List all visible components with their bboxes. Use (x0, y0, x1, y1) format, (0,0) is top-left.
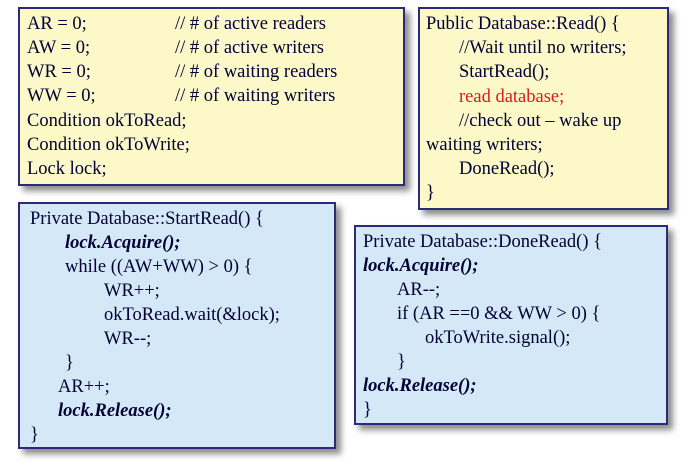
code-line: StartRead(); (459, 62, 550, 82)
code-line: WR = 0; (27, 62, 91, 82)
code-line: AW = 0; (27, 38, 91, 58)
code-line: WR--; (104, 329, 152, 349)
code-line: Public Database::Read() { (426, 14, 620, 34)
code-line: Condition okToWrite; (27, 135, 190, 155)
code-line: Private Database::DoneRead() { (363, 232, 603, 252)
code-line: } (363, 400, 372, 420)
code-line: DoneRead(); (459, 159, 555, 179)
read-function-box: Public Database::Read() { //Wait until n… (418, 7, 669, 210)
code-line: } (397, 352, 406, 372)
code-line: Lock lock; (27, 159, 107, 179)
code-line-keyword: lock.Acquire(); (65, 233, 181, 253)
doneread-function-box: Private Database::DoneRead() { lock.Acqu… (354, 225, 668, 425)
code-line: WW = 0; (27, 86, 96, 106)
code-line: okToWrite.signal(); (425, 328, 571, 348)
code-line: AR--; (397, 280, 441, 300)
code-comment: //check out – wake up (459, 111, 622, 131)
code-line: } (426, 183, 435, 203)
code-line-highlighted: read database; (459, 87, 565, 107)
code-comment: //Wait until no writers; (459, 38, 627, 58)
code-line: Condition okToRead; (27, 111, 187, 131)
code-line: okToRead.wait(&lock); (104, 305, 280, 325)
code-line: WR++; (104, 281, 160, 301)
startread-function-box: Private Database::StartRead() { lock.Acq… (18, 202, 336, 449)
code-line: if (AR ==0 && WW > 0) { (397, 304, 601, 324)
code-line-keyword: lock.Acquire(); (363, 256, 479, 276)
code-line: AR = 0; (27, 14, 87, 34)
code-line-keyword: lock.Release(); (363, 376, 477, 396)
code-line: } (65, 353, 74, 373)
code-comment: waiting writers; (426, 135, 543, 155)
variables-box: AR = 0; // # of active readers AW = 0; /… (18, 7, 405, 186)
code-line: while ((AW+WW) > 0) { (65, 257, 253, 277)
code-line: } (30, 425, 39, 445)
code-line: Private Database::StartRead() { (30, 209, 264, 229)
code-comment: // # of active readers (175, 14, 327, 34)
code-comment: // # of waiting readers (175, 62, 338, 82)
code-comment: // # of waiting writers (175, 86, 336, 106)
code-line-keyword: lock.Release(); (58, 401, 172, 421)
code-comment: // # of active writers (175, 38, 324, 58)
code-line: AR++; (58, 377, 110, 397)
